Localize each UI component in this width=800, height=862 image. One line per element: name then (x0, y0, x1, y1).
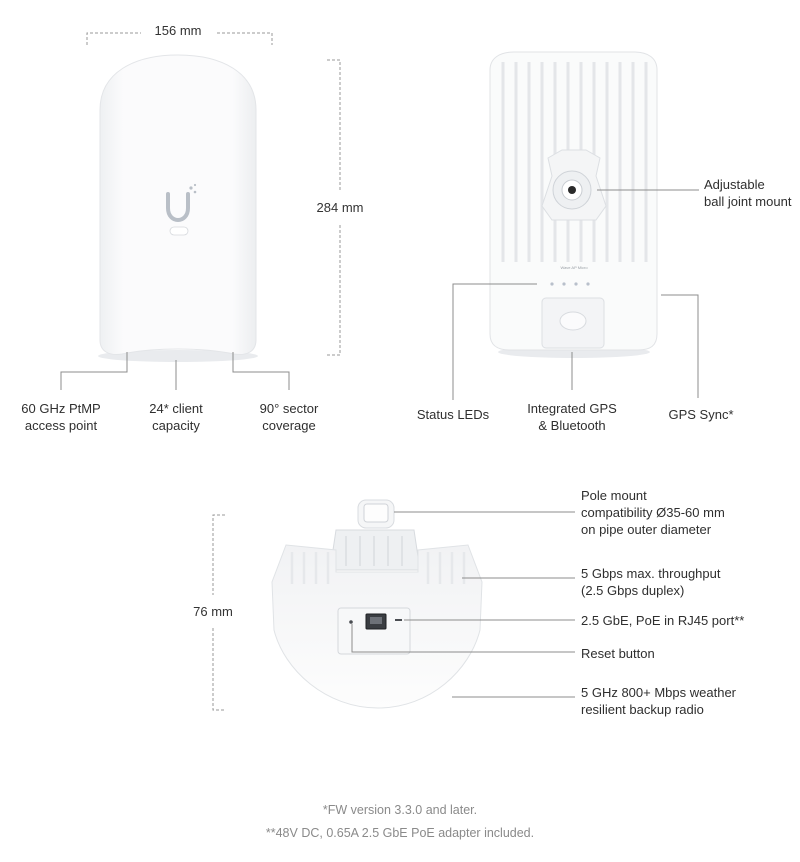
callout-60ghz-ptmp: 60 GHz PtMP access point (21, 401, 101, 433)
dimension-width-label: 156 mm (155, 23, 202, 38)
dimension-depth-label: 76 mm (193, 604, 233, 619)
callout-pole-mount: Pole mount compatibility Ø35-60 mm on pi… (581, 488, 725, 537)
callout-gps-bluetooth: Integrated GPS & Bluetooth (527, 401, 617, 433)
callout-throughput: 5 Gbps max. throughput (2.5 Gbps duplex) (581, 566, 721, 598)
callout-rj45-port: 2.5 GbE, PoE in RJ45 port** (581, 613, 745, 628)
device-bottom-view (271, 499, 483, 709)
callout-sector-coverage: 90° sector coverage (259, 401, 319, 433)
footnote-poe-adapter: **48V DC, 0.65A 2.5 GbE PoE adapter incl… (265, 826, 535, 840)
callout-gps-sync: GPS Sync* (668, 407, 734, 422)
dimension-height-bracket (327, 59, 341, 356)
port-panel (337, 607, 411, 655)
reset-button (349, 620, 353, 624)
callout-client-capacity: 24* client capacity (149, 401, 203, 433)
device-front-view (98, 54, 258, 362)
callout-ball-joint-mount: Adjustable ball joint mount (704, 177, 792, 209)
dimension-depth-bracket (212, 514, 225, 711)
dimension-height-label: 284 mm (317, 200, 364, 215)
status-leds (550, 282, 590, 286)
gps-cover (541, 297, 605, 349)
leader-lines (60, 189, 699, 698)
dimension-width-bracket (86, 32, 273, 45)
ubiquiti-logo-icon (166, 183, 197, 223)
model-text: Wave AP Micro (560, 265, 588, 270)
callout-status-leds: Status LEDs (416, 407, 490, 422)
footnote-firmware: *FW version 3.3.0 and later. (322, 803, 478, 817)
ball-joint-mount (541, 149, 607, 221)
device-back-view: Wave AP Micro (489, 51, 658, 358)
callout-reset-button: Reset button (581, 646, 655, 661)
pole-mount-clamp (329, 499, 421, 571)
callout-backup-radio: 5 GHz 800+ Mbps weather resilient backup… (581, 685, 736, 717)
wave-badge (169, 226, 189, 236)
